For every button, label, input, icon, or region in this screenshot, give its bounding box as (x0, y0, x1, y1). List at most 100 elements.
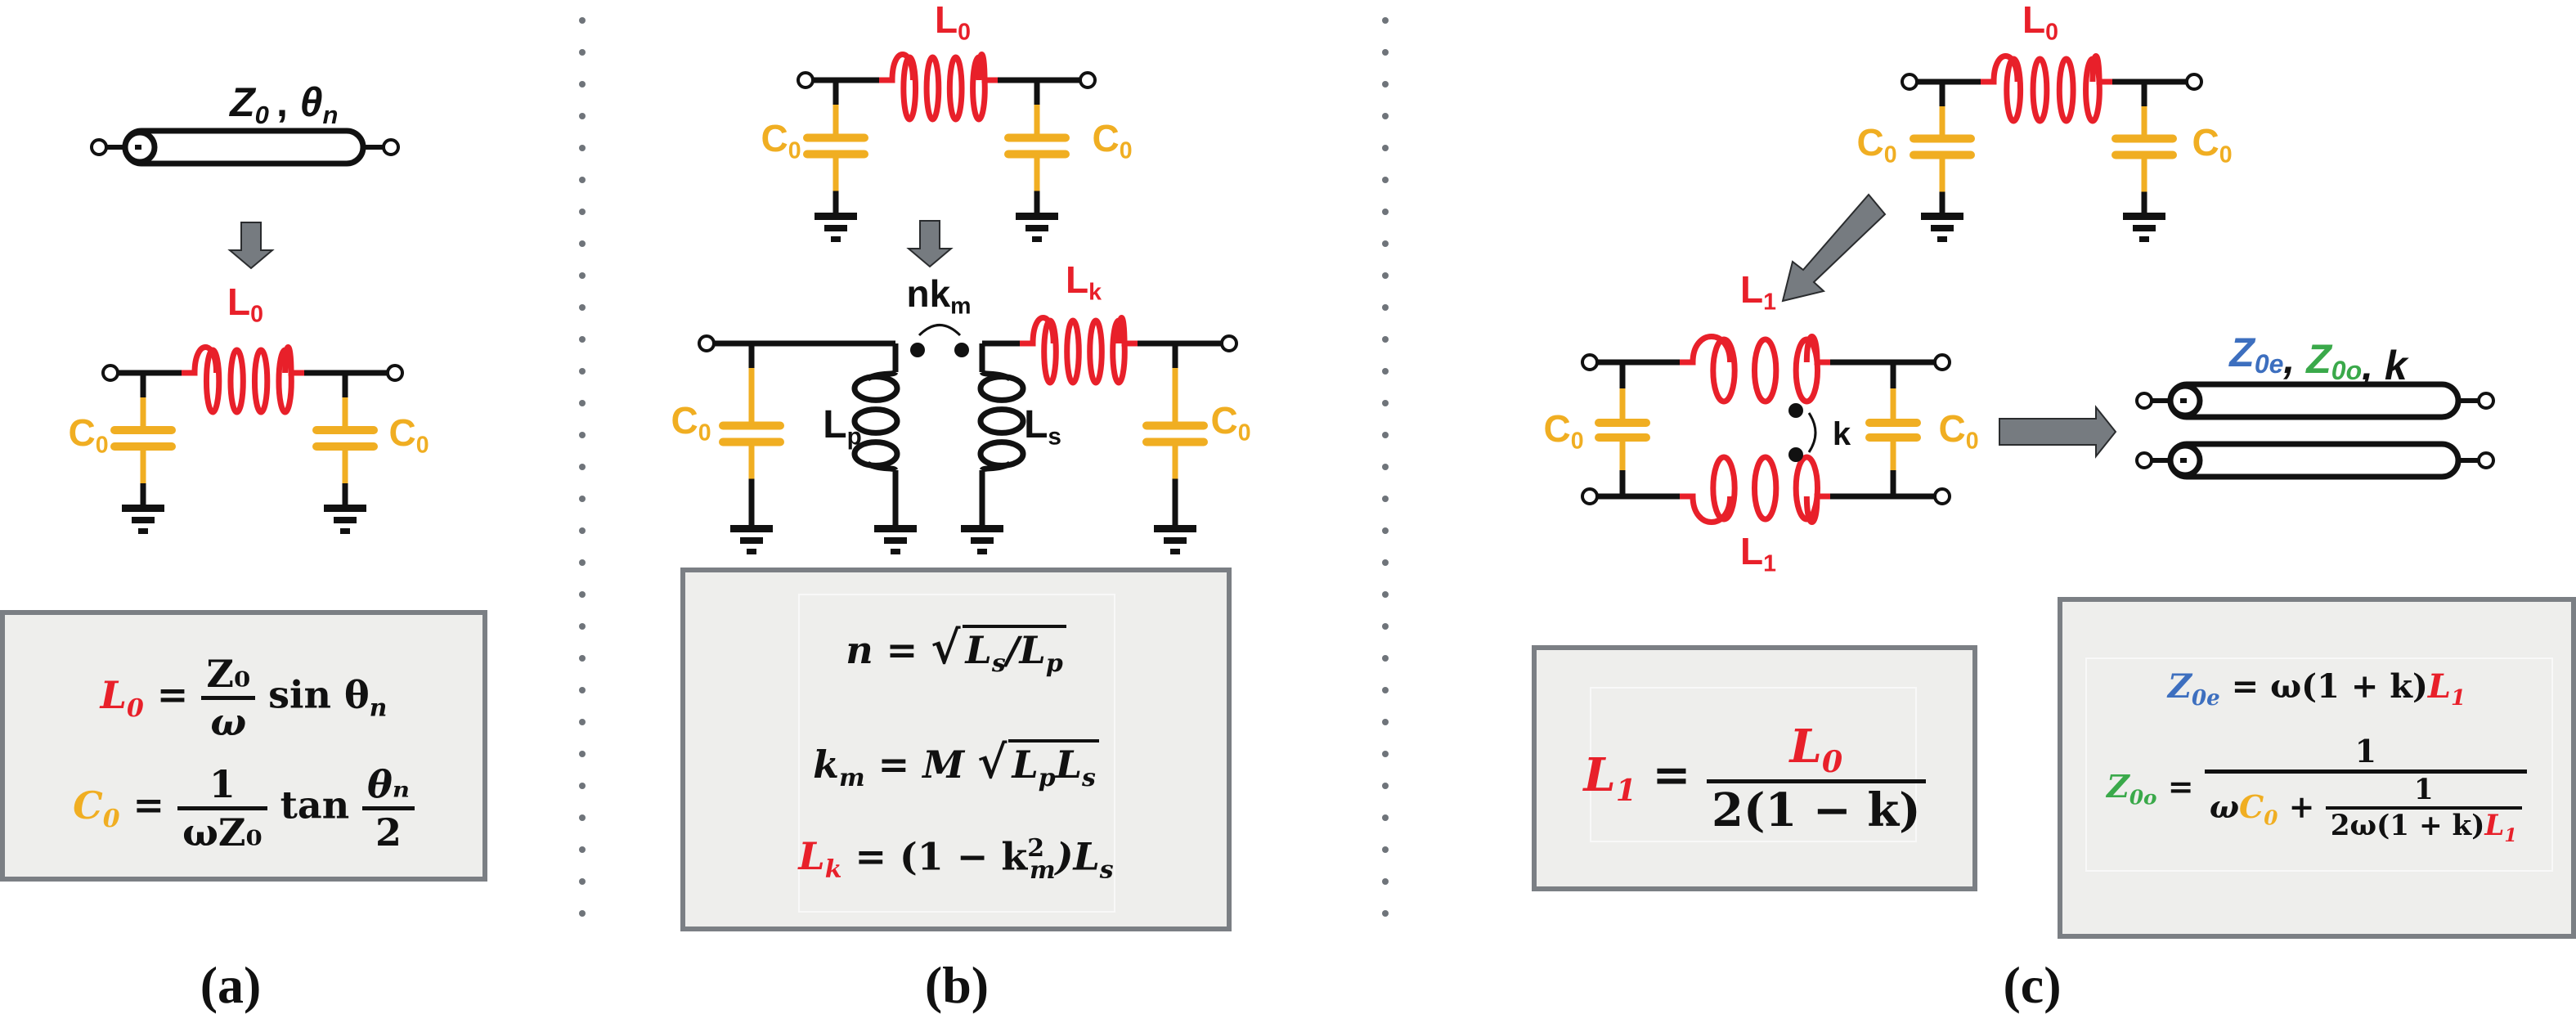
divider-dot (1382, 49, 1389, 56)
eq-l0-num: Z₀ (206, 652, 251, 696)
ground-symbol (1154, 525, 1196, 554)
divider-dot (1382, 432, 1389, 438)
inductor-lead (1680, 334, 1734, 366)
inductor-lead (1680, 493, 1734, 525)
ground-bar (1931, 225, 1954, 231)
tline-body (2167, 381, 2462, 420)
divider-dot (579, 209, 586, 215)
winding-loop (851, 374, 900, 403)
ground-symbol (324, 505, 366, 534)
cap-label-c0-left: C0 (761, 117, 801, 164)
divider-dot (1382, 527, 1389, 534)
divider-dot (1382, 559, 1389, 566)
ground-bar (747, 549, 756, 554)
ground-bar (730, 525, 773, 532)
inductor-label-l1-bottom: L1 (1740, 530, 1776, 577)
ground-symbol (815, 213, 857, 242)
cap-label-c0-right: C0 (388, 411, 429, 458)
dot-marker (1788, 403, 1803, 418)
winding-loop (977, 439, 1026, 469)
inductor-loop (923, 54, 942, 123)
capacitor-plate (312, 426, 378, 434)
divider-right (1382, 17, 1389, 917)
inductor-loop (1751, 454, 1779, 523)
inductor-loop (1710, 454, 1738, 523)
inductor-label-l0: L0 (227, 280, 263, 327)
terminal-node (90, 138, 108, 156)
capacitor-plate (1004, 133, 1070, 142)
inductor-loop (1710, 336, 1738, 405)
divider-dot (579, 400, 586, 406)
capacitor-plate (1865, 433, 1921, 442)
down-arrow-icon (227, 222, 275, 270)
inductor-label-l1-top: L1 (1740, 268, 1776, 315)
down-arrow-icon (906, 220, 954, 268)
divider-dot (579, 272, 586, 279)
cap-label-c0-right: C0 (1938, 407, 1978, 454)
cap-label-c0-left: C0 (671, 399, 711, 446)
capacitor-plate (1142, 421, 1208, 430)
ground-bar (1921, 213, 1963, 220)
ground-bar (874, 525, 917, 532)
divider-dot (579, 814, 586, 821)
cap-label-c0-left: C0 (1543, 407, 1583, 454)
ground-symbol (2123, 213, 2165, 242)
dot-marker (954, 343, 969, 357)
divider-dot (1382, 910, 1389, 917)
inductor-coil (182, 344, 304, 415)
panel-b-equation-box: n = √Ls/Lp km = M √LpLs Lk = (1 − k2m)Ls (680, 568, 1232, 931)
divider-dot (1382, 751, 1389, 757)
divider-dot (1382, 336, 1389, 343)
cap-label-c0-right: C0 (1210, 399, 1250, 446)
inductor-lead (1803, 493, 1830, 525)
ground-bar (1937, 236, 1947, 242)
capacitor-plate (719, 421, 784, 430)
capacitor (719, 343, 784, 529)
inductor-loop (203, 347, 222, 415)
inductor-lead (976, 52, 998, 83)
divider-dot (1382, 591, 1389, 598)
divider-dot (1382, 496, 1389, 502)
terminal-node (1581, 353, 1599, 371)
eq-l0-den: ω (201, 696, 256, 744)
divider-left (579, 17, 586, 917)
inductor-label-lk: Lk (1066, 258, 1102, 305)
winding-loop (977, 406, 1026, 436)
inductor-coil (1020, 315, 1138, 386)
divider-dot (1382, 177, 1389, 183)
terminal-node (1079, 71, 1097, 89)
caption-a: (a) (200, 956, 262, 1014)
inductor-loop (2004, 56, 2024, 124)
ground-bar (340, 528, 350, 534)
ground-symbol (874, 525, 917, 554)
inductor-loop (1751, 336, 1779, 405)
dot-marker (1788, 447, 1803, 462)
divider-dot (1382, 113, 1389, 119)
panel-c-l1-equation-inner (1590, 687, 1917, 842)
winding-lead (979, 460, 1012, 473)
tline-label-theta: θn (300, 79, 339, 129)
inductor-loop (1064, 317, 1082, 386)
divider-dot (1382, 400, 1389, 406)
inductor-loop (1041, 317, 1059, 386)
capacitor-plate (2112, 150, 2177, 159)
divider-dot (579, 464, 586, 470)
ground-bar (831, 236, 841, 242)
eq-c0-num: 1 (209, 762, 236, 806)
inductor-coil (1680, 334, 1830, 405)
ground-bar (2123, 213, 2165, 220)
ground-bar (1016, 213, 1058, 220)
divider-dot (579, 336, 586, 343)
coupling-arrow-icon (1807, 412, 1817, 453)
divider-dot (579, 432, 586, 438)
terminal-node (101, 364, 119, 382)
divider-dot (579, 17, 586, 24)
divider-dot (579, 591, 586, 598)
winding-label-lp: Lp (823, 403, 862, 451)
transmission-line (90, 128, 400, 167)
divider-dot (579, 145, 586, 151)
cap-label-c0-left: C0 (1856, 121, 1896, 168)
terminal-node (1581, 487, 1599, 505)
